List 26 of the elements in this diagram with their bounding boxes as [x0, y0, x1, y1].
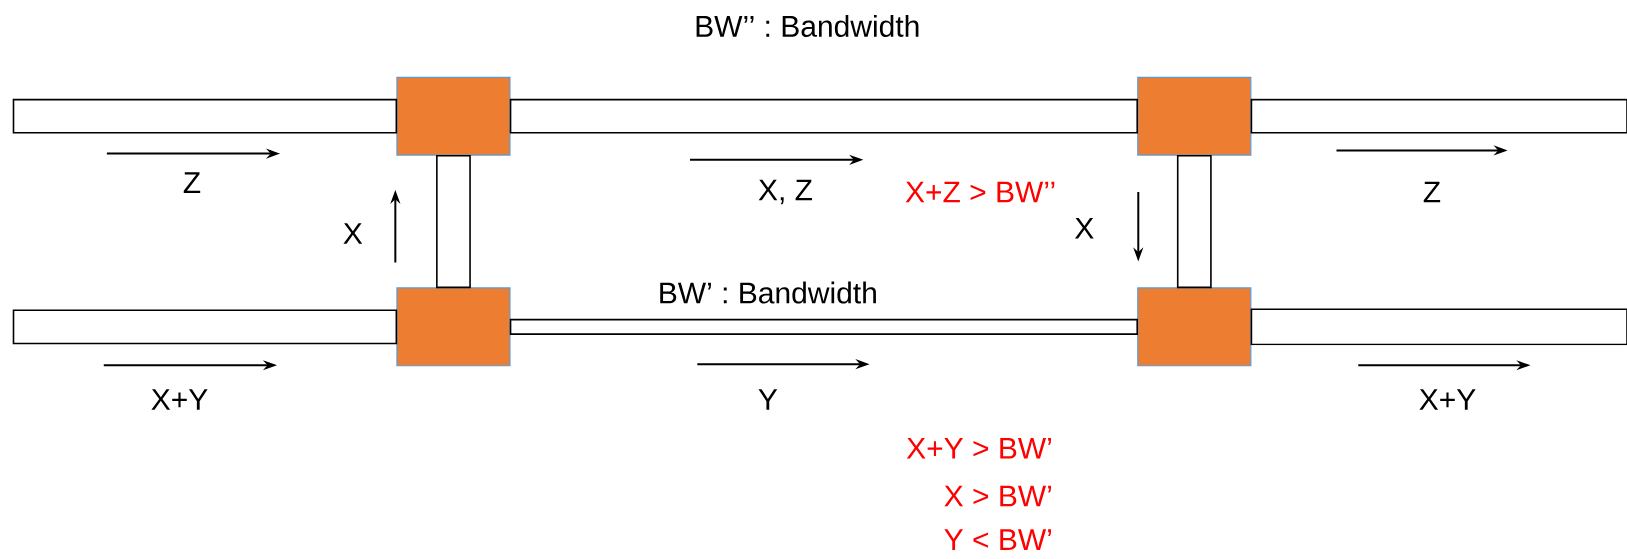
pipe [1250, 98, 1627, 134]
label: X, Z [758, 179, 813, 205]
label: X+Z > BW’’ [905, 181, 1055, 203]
pipe [509, 318, 1138, 335]
label: X [343, 223, 363, 244]
pipe [1250, 308, 1627, 346]
pipe [1176, 154, 1212, 289]
label: Z [183, 172, 201, 193]
label: X+Y [1419, 389, 1476, 410]
pipe [12, 98, 398, 134]
junction-box [1137, 287, 1252, 367]
label: BW’ : Bandwidth [660, 281, 876, 304]
label: X [1075, 217, 1094, 239]
pipe [509, 98, 1138, 134]
label: X > BW’ [944, 485, 1051, 507]
pipe [436, 154, 471, 289]
label: BW’’ : Bandwidth [696, 14, 919, 37]
label: Z [1423, 181, 1441, 203]
junction-box [1137, 76, 1252, 156]
junction-box [396, 287, 511, 367]
label: Y [758, 389, 778, 410]
label: X+Y > BW’ [906, 437, 1051, 459]
label: Y < BW’ [944, 529, 1051, 550]
junction-box [396, 76, 511, 156]
label: X+Y [151, 389, 208, 410]
pipe [12, 309, 398, 345]
